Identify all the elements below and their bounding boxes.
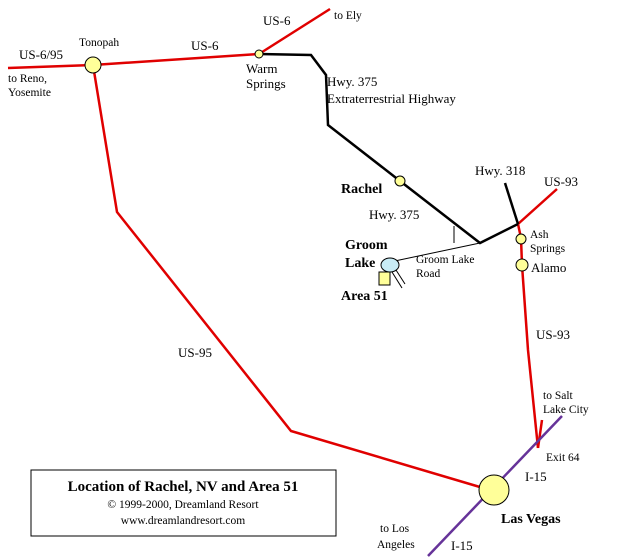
tonopah-marker (84, 56, 102, 74)
us6-road (92, 52, 260, 67)
us6-95-road (7, 63, 94, 70)
us93-south-label: US-93 (536, 327, 570, 342)
alamo-marker (515, 258, 529, 272)
to-la-label-line1: to Los (380, 523, 410, 535)
groom-lake-road (389, 242, 481, 263)
warm-springs-marker (254, 49, 264, 59)
us6-north-road (258, 7, 331, 56)
warm-springs-label-line1: Warm (246, 61, 277, 76)
to-reno-label-line2: Yosemite (8, 87, 51, 99)
to-la-label-line2: Angeles (377, 539, 415, 551)
us6-west-label: US-6 (191, 38, 219, 53)
to-slc-label-line1: to Salt (543, 390, 574, 402)
alamo-label: Alamo (531, 260, 566, 275)
i15-north-label: I-15 (525, 469, 547, 484)
groom-lake-label-line2: Lake (345, 256, 375, 271)
i15-south-label: I-15 (451, 538, 473, 553)
credit-url: www.dreamlandresort.com (121, 515, 245, 527)
us6-north-label: US-6 (263, 13, 291, 28)
groom-road-label-line1: Groom Lake (416, 254, 474, 266)
hwy375-label: Hwy. 375 (327, 74, 377, 89)
las-vegas-label: Las Vegas (501, 512, 561, 527)
us93-north-label: US-93 (544, 174, 578, 189)
hwy318-label: Hwy. 318 (475, 163, 525, 178)
groom-road-label-line2: Road (416, 268, 441, 280)
to-ely-label: to Ely (334, 10, 362, 22)
us95-road (91, 64, 491, 492)
area51-base-marker (378, 271, 391, 286)
groom-lake-label-line1: Groom (345, 238, 388, 253)
rachel-marker (394, 175, 406, 187)
credit-copyright: © 1999-2000, Dreamland Resort (107, 499, 259, 511)
credit-box-frame (30, 469, 337, 537)
ash-springs-label-line1: Ash (530, 229, 549, 241)
us93-road (516, 223, 540, 449)
credit-title: Location of Rachel, NV and Area 51 (68, 479, 299, 495)
us6-95-label: US-6/95 (19, 47, 63, 62)
exit64-label: Exit 64 (546, 452, 580, 464)
las-vegas-marker (478, 474, 510, 506)
area51-runway-2 (395, 269, 406, 285)
ash-springs-marker (515, 233, 527, 245)
area51-label: Area 51 (341, 289, 388, 304)
hwy375-south-label: Hwy. 375 (369, 207, 419, 222)
to-slc-label-line2: Lake City (543, 404, 589, 416)
us93-north-road (517, 188, 558, 225)
credit-box: Location of Rachel, NV and Area 51 © 199… (30, 469, 337, 537)
ash-springs-label-line2: Springs (530, 243, 566, 255)
tonopah-label: Tonopah (79, 37, 119, 49)
area51-runway-1 (391, 271, 403, 289)
hwy375-name-label: Extraterrestrial Highway (327, 91, 456, 106)
hwy318-road (503, 182, 520, 225)
us95-label: US-95 (178, 345, 212, 360)
rachel-label: Rachel (341, 182, 382, 197)
to-reno-label-line1: to Reno, (8, 73, 47, 85)
warm-springs-label-line2: Springs (246, 76, 286, 91)
us93-slc-road (536, 419, 544, 449)
